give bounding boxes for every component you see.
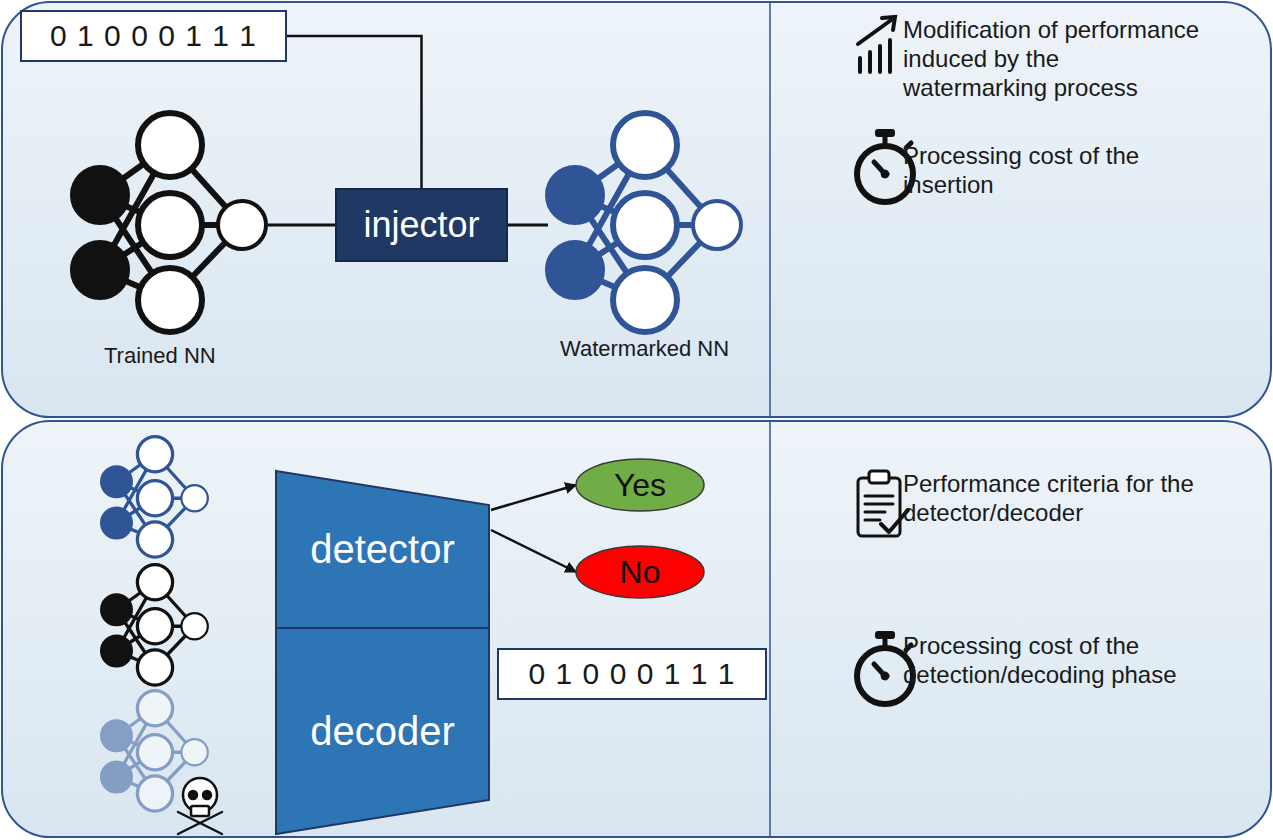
- network-wire: [267, 224, 335, 227]
- bit-string-box: 0 1 0 0 0 1 1 1: [497, 648, 767, 700]
- yes-ellipse-shape: [576, 459, 704, 511]
- clean-network-small: [102, 565, 208, 685]
- clipboard-icon: [865, 495, 893, 498]
- bit-string-box: 0 1 0 0 0 1 1 1: [20, 10, 287, 62]
- performance-chart-icon: [868, 52, 872, 72]
- skull-icon: [189, 791, 197, 799]
- performance-chart-icon: [858, 17, 895, 72]
- performance-chart-icon: [858, 58, 862, 72]
- top-panel: [2, 2, 1271, 417]
- detector-block-shape: [276, 471, 489, 628]
- criterion-text: Processing cost of the detection/decodin…: [903, 632, 1203, 690]
- attacked-network-small: [102, 691, 208, 811]
- bit-string-box-text: 0 1 0 0 0 1 1 1: [529, 657, 736, 691]
- network-caption: Trained NN: [104, 343, 216, 369]
- no-ellipse: No: [575, 545, 705, 599]
- yes-ellipse-text: Yes: [614, 467, 666, 504]
- performance-chart-icon: [882, 17, 895, 30]
- no-ellipse-shape: [576, 546, 704, 598]
- injector-box-text: injector: [363, 204, 479, 246]
- bit-string-box-text: 0 1 0 0 0 1 1 1: [50, 19, 257, 53]
- clipboard-icon: [865, 519, 880, 522]
- trained-network: [73, 113, 266, 332]
- bottom-panel: [2, 421, 1271, 837]
- clipboard-icon: [858, 471, 908, 536]
- connector-line: [287, 36, 422, 188]
- network-wire: [508, 224, 548, 227]
- connector-line: [491, 485, 576, 510]
- yes-ellipse: Yes: [575, 458, 705, 512]
- criterion-text: Performance criteria for the detector/de…: [903, 470, 1203, 528]
- watermarked-network-small: [102, 437, 208, 557]
- clipboard-icon: [865, 503, 893, 506]
- clipboard-icon: [869, 471, 889, 483]
- decoder-block-shape: [276, 628, 489, 834]
- criterion-text: Processing cost of the insertion: [903, 142, 1203, 200]
- no-ellipse-text: No: [620, 554, 661, 591]
- connector-line: [491, 530, 576, 572]
- detector-block-text: detector: [310, 527, 455, 572]
- decoder-block-text: decoder: [310, 709, 455, 754]
- top-panel: [2, 2, 1271, 417]
- decoder-block: decoder: [275, 628, 490, 835]
- watermarked-network: [548, 113, 741, 332]
- skull-icon: [178, 778, 222, 834]
- skull-icon: [191, 806, 209, 816]
- bottom-panel: [2, 421, 1271, 837]
- criterion-text: Modification of performance induced by t…: [903, 16, 1203, 102]
- performance-chart-icon: [858, 18, 894, 44]
- network-caption: Watermarked NN: [560, 336, 729, 362]
- top-panel: [769, 3, 771, 416]
- performance-chart-icon: [878, 46, 882, 72]
- clipboard-icon: [865, 511, 885, 514]
- detector-block: detector: [275, 470, 490, 628]
- skull-icon: [203, 791, 211, 799]
- bottom-panel: [769, 422, 771, 836]
- performance-chart-icon: [888, 40, 892, 72]
- injector-box: injector: [335, 188, 508, 262]
